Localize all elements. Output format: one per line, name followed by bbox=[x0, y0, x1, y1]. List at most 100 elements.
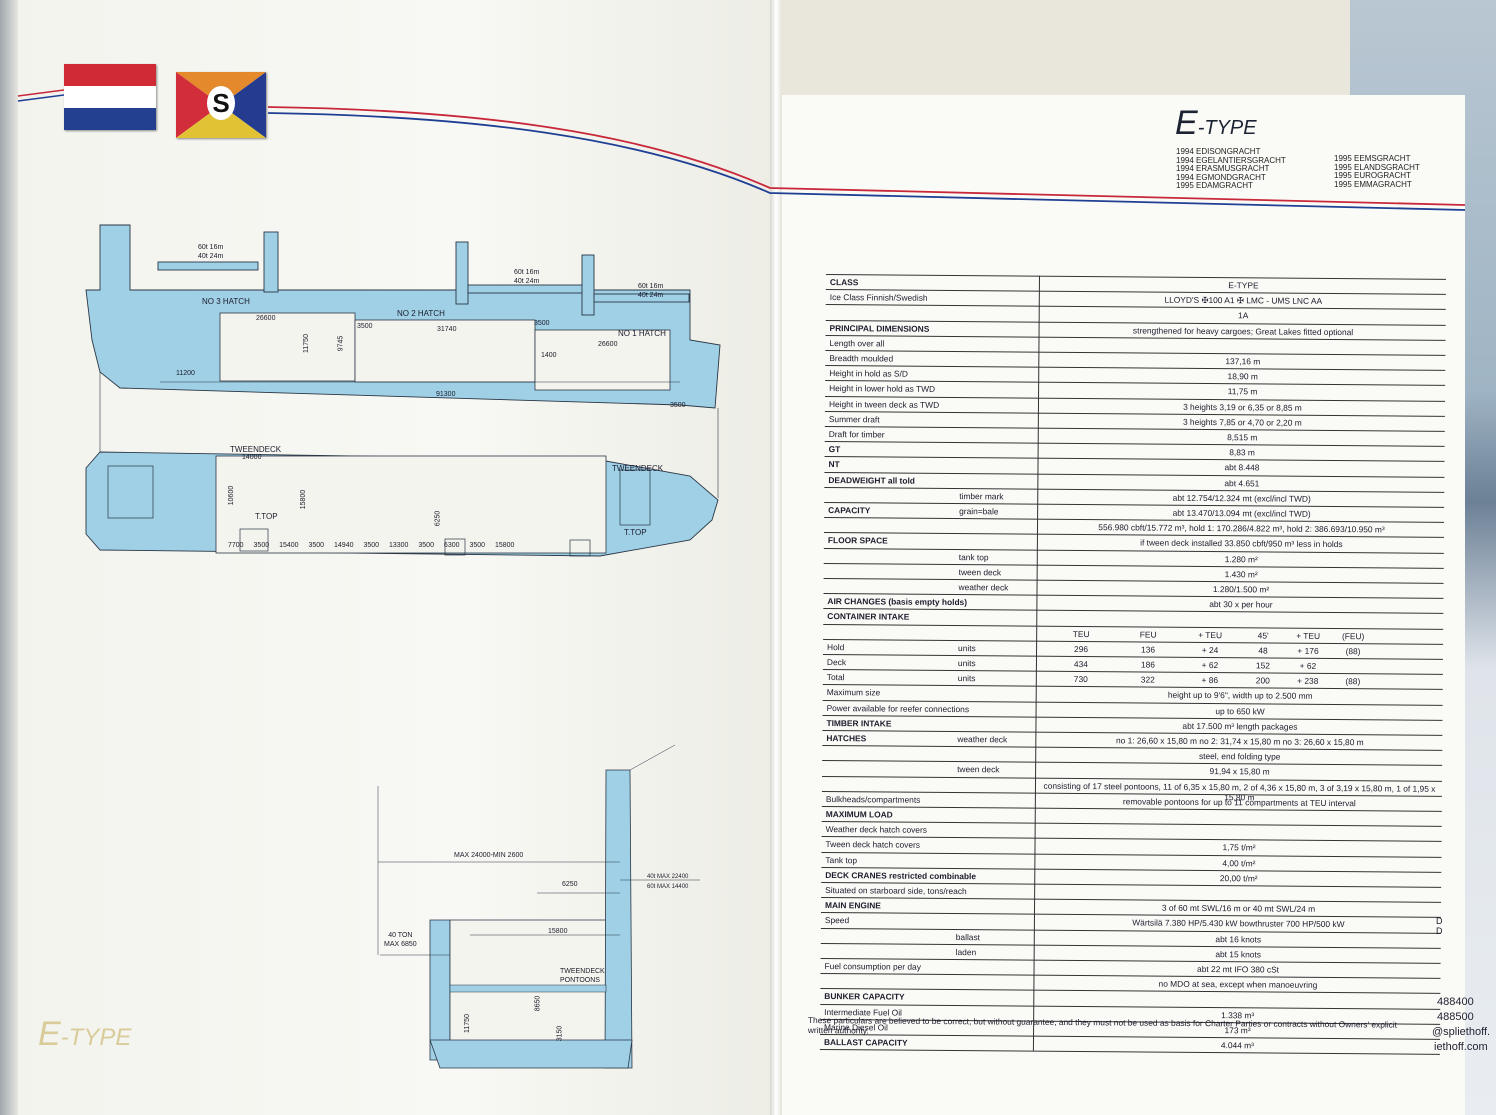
tweendeck-aft-label: TWEENDECK bbox=[230, 445, 282, 454]
dim-11200: 11200 bbox=[176, 370, 195, 377]
spec-label: BUNKER CAPACITY bbox=[824, 991, 905, 1003]
dim-3150: 3150 bbox=[556, 1025, 564, 1042]
spec-value bbox=[1037, 826, 1442, 829]
spec-value: up to 650 kW bbox=[1215, 705, 1265, 717]
spec-label: GT bbox=[828, 444, 841, 455]
container-cell: 136 bbox=[1141, 644, 1156, 655]
edge-mark-2: D bbox=[1436, 926, 1443, 936]
spec-sublabel: tween deck bbox=[958, 566, 1002, 578]
spec-value: 11,75 m bbox=[1227, 386, 1258, 397]
ship-drawings bbox=[85, 224, 721, 1069]
spec-value: 1.280/1.500 m² bbox=[1212, 584, 1270, 595]
spec-label: Fuel consumption per day bbox=[824, 961, 921, 972]
spec-sublabel: weather deck bbox=[957, 734, 1008, 745]
container-units: units bbox=[957, 658, 976, 669]
spec-value: 4.044 m³ bbox=[1220, 1040, 1255, 1051]
hatch2-label: NO 2 HATCH bbox=[397, 309, 445, 318]
spec-label: Power available for reefer connections bbox=[826, 702, 970, 714]
container-cell: 200 bbox=[1255, 675, 1270, 686]
spec-value bbox=[1038, 613, 1443, 616]
spec-value: 137,16 m bbox=[1225, 356, 1261, 367]
spec-label: PRINCIPAL DIMENSIONS bbox=[829, 322, 930, 334]
spec-value: steel, end folding type bbox=[1198, 751, 1281, 762]
container-cell: + 62 bbox=[1299, 660, 1317, 671]
spec-value: abt 15 knots bbox=[1215, 948, 1262, 960]
spec-value: 3 of 60 mt SWL/16 m or 40 mt SWL/24 m bbox=[1161, 902, 1316, 915]
spec-label: Situated on starboard side, tons/reach bbox=[825, 885, 967, 897]
spec-value: abt 17.500 m³ length packages bbox=[1182, 720, 1298, 732]
container-label: Hold bbox=[827, 641, 845, 652]
left-page-edge-shadow bbox=[0, 0, 18, 1115]
spec-label: Tank top bbox=[825, 854, 858, 865]
dim-11750: 11750 bbox=[302, 334, 310, 353]
dim-15800b: 15800 bbox=[548, 928, 568, 935]
crane-load-1: 40t MAX 22400 bbox=[647, 874, 689, 880]
spec-label: Weather deck hatch covers bbox=[825, 824, 928, 835]
spec-label: Length over all bbox=[829, 337, 885, 349]
dim-6250: 6250 bbox=[434, 510, 442, 527]
spec-label: NT bbox=[828, 459, 840, 470]
spec-label: DECK CRANES restricted combinable bbox=[825, 869, 977, 881]
spec-sublabel: timber mark bbox=[959, 490, 1004, 502]
ttop-aft-label: T.TOP bbox=[255, 512, 278, 521]
etype-logo-bottom: E-TYPE bbox=[38, 1015, 132, 1053]
phone-fragment-1: 488400 bbox=[1437, 996, 1474, 1008]
left-page bbox=[0, 0, 775, 1115]
spec-value: if tween deck installed 33.850 cbft/950 … bbox=[1140, 537, 1343, 550]
container-cell: 186 bbox=[1140, 659, 1155, 670]
spec-value: 20,00 t/m² bbox=[1219, 872, 1258, 884]
container-cell: TEU bbox=[1072, 628, 1090, 639]
dim-6250b: 6250 bbox=[562, 881, 578, 888]
spec-label: AIR CHANGES (basis empty holds) bbox=[827, 596, 968, 608]
spec-label: Height in tween deck as TWD bbox=[828, 398, 940, 410]
container-cell: + TEU bbox=[1198, 629, 1223, 640]
spec-label: Height in hold as S/D bbox=[829, 368, 908, 379]
spec-label: MAIN ENGINE bbox=[825, 900, 881, 911]
header-swoosh-lines bbox=[17, 89, 1466, 211]
container-cell: + 86 bbox=[1201, 675, 1219, 686]
spec-label: Tween deck hatch covers bbox=[825, 839, 921, 851]
house-flag-icon: S bbox=[176, 72, 266, 138]
spec-value: strengthened for heavy cargoes; Great La… bbox=[1132, 325, 1354, 337]
container-cell: FEU bbox=[1139, 629, 1157, 640]
spec-value: 18,90 m bbox=[1227, 371, 1258, 382]
container-label: Deck bbox=[826, 657, 847, 668]
spec-label: Height in lower hold as TWD bbox=[829, 383, 936, 395]
etype-heading: E-TYPE bbox=[1175, 104, 1257, 142]
spec-value: E-TYPE bbox=[1228, 280, 1259, 291]
spec-label: Bulkheads/compartments bbox=[825, 793, 921, 805]
dim-9745: 9745 bbox=[337, 335, 345, 352]
spec-label: Ice Class Finnish/Swedish bbox=[829, 292, 928, 303]
dim-10600: 10600 bbox=[228, 485, 236, 506]
spec-label: Breadth moulded bbox=[829, 353, 894, 364]
crane-load-2: 60t MAX 14400 bbox=[647, 884, 689, 890]
spec-sublabel: laden bbox=[955, 946, 977, 957]
container-cell: + TEU bbox=[1296, 630, 1321, 641]
spec-value: 3 heights 3,19 or 6,35 or 8,85 m bbox=[1183, 401, 1302, 413]
container-cell: 434 bbox=[1073, 658, 1088, 670]
spec-value: 4,00 t/m² bbox=[1222, 857, 1256, 868]
spec-value: LLOYD'S ✠100 A1 ✠ LMC - UMS LNC AA bbox=[1164, 294, 1323, 307]
spec-label: BALLAST CAPACITY bbox=[823, 1037, 908, 1048]
container-cell: 730 bbox=[1073, 674, 1088, 685]
spec-label: TIMBER INTAKE bbox=[826, 717, 892, 729]
email-fragment: @spliethoff. bbox=[1432, 1026, 1491, 1038]
spec-label: CONTAINER INTAKE bbox=[827, 611, 910, 623]
hatch1-label: NO 1 HATCH bbox=[618, 329, 666, 338]
spec-value: abt 4.651 bbox=[1224, 477, 1260, 489]
container-label: Total bbox=[826, 672, 845, 683]
spec-value: 3 heights 7,85 or 4,70 or 2,20 m bbox=[1182, 416, 1302, 428]
container-cell: + 238 bbox=[1297, 675, 1319, 687]
tweendeck-fwd-label: TWEENDECK bbox=[612, 464, 664, 473]
spec-value: abt 30 x per hour bbox=[1209, 599, 1273, 610]
dim-91300: 91300 bbox=[436, 391, 456, 398]
spec-value: 91,94 x 15,80 m bbox=[1209, 766, 1270, 777]
container-cell: 152 bbox=[1255, 660, 1270, 671]
spec-value: 556.980 cbft/15.772 m³, hold 1: 170.286/… bbox=[1098, 522, 1385, 535]
dim-26600a: 26600 bbox=[256, 315, 276, 322]
